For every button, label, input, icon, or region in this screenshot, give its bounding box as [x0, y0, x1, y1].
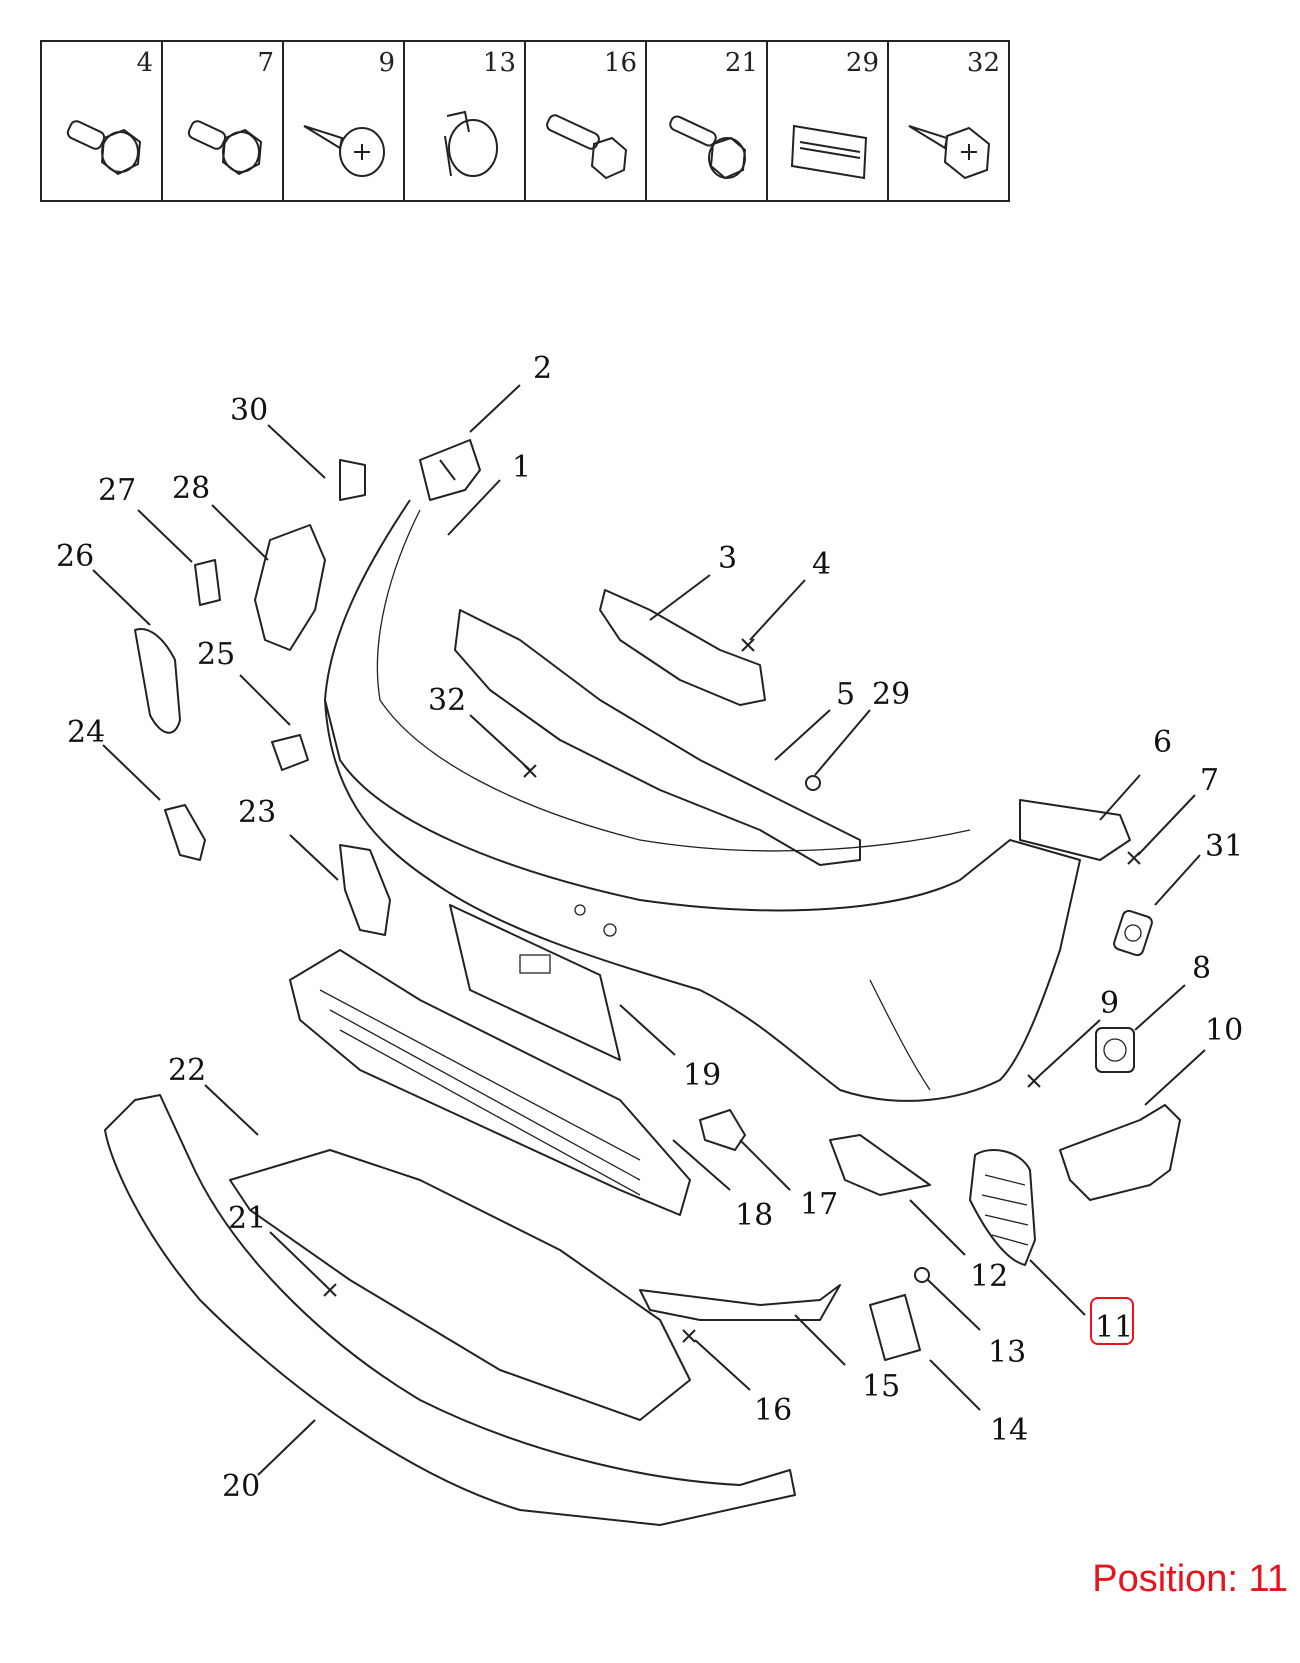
- fastener-cell-29[interactable]: 29: [768, 42, 889, 200]
- callout-5: 5: [836, 677, 855, 712]
- part-27-clip[interactable]: [194, 559, 221, 606]
- part-2-bracket[interactable]: [419, 439, 481, 501]
- callout-27: 27: [98, 473, 136, 508]
- fastener-number: 9: [378, 48, 395, 78]
- part-8-sensor-bezel[interactable]: [1095, 1027, 1135, 1073]
- callout-15: 15: [862, 1369, 900, 1404]
- fastener-markers: [323, 638, 1141, 1343]
- fastener-cell-13[interactable]: 13: [405, 42, 526, 200]
- callout-13: 13: [988, 1335, 1026, 1370]
- callout-14: 14: [990, 1413, 1028, 1448]
- part-10-side-bracket[interactable]: [1059, 1104, 1181, 1201]
- callout-9: 9: [1100, 986, 1119, 1021]
- callout-21: 21: [228, 1201, 266, 1236]
- part-25-bracket[interactable]: [271, 734, 309, 771]
- part-30-clip[interactable]: [339, 459, 366, 501]
- callout-4: 4: [812, 547, 831, 582]
- callout-22: 22: [168, 1053, 206, 1088]
- callout-31: 31: [1205, 829, 1243, 864]
- fastener-number: 13: [482, 48, 516, 78]
- callout-12: 12: [970, 1259, 1008, 1294]
- fastener-number: 4: [136, 48, 153, 78]
- leader-lines: [92, 384, 1206, 1476]
- part-14-tow-cover[interactable]: [869, 1294, 921, 1361]
- part-15-lower-lip[interactable]: [639, 1284, 841, 1321]
- callout-30: 30: [230, 393, 268, 428]
- tapping-screw-icon: [908, 125, 991, 180]
- push-clip-icon: [444, 110, 498, 177]
- position-label: Position: 11: [1092, 1558, 1288, 1600]
- fastener-cell-7[interactable]: 7: [163, 42, 284, 200]
- callout-highlight-box: [1090, 1297, 1134, 1345]
- part-23-cover[interactable]: [339, 844, 391, 936]
- callout-20: 20: [222, 1469, 260, 1504]
- callout-29: 29: [872, 677, 910, 712]
- fastener-table: 4 7 9 13 16 21 29 32: [40, 40, 1010, 202]
- part-26-side-grille[interactable]: [134, 628, 181, 734]
- fastener-cell-32[interactable]: 32: [889, 42, 1008, 200]
- part-5-energy-absorber[interactable]: [454, 609, 861, 866]
- callout-18: 18: [735, 1198, 773, 1233]
- callout-16: 16: [754, 1393, 792, 1428]
- tapping-screw-icon: [303, 125, 385, 177]
- callout-labels: 1 2 3 4 5 6 7 8 9 10 11 12 13 14 15 16 1…: [56, 351, 1243, 1504]
- callout-25: 25: [197, 637, 235, 672]
- callout-19: 19: [683, 1058, 721, 1093]
- callout-3: 3: [718, 541, 737, 576]
- part-13-clip[interactable]: [914, 1267, 930, 1283]
- fastener-number: 29: [845, 48, 879, 78]
- fastener-number: 16: [603, 48, 637, 78]
- part-18-grille[interactable]: [289, 949, 691, 1216]
- callout-26: 26: [56, 539, 94, 574]
- callout-32: 32: [428, 683, 466, 718]
- flange-bolt-icon: [187, 120, 263, 176]
- part-29-marker[interactable]: [805, 775, 821, 791]
- part-1-bumper-cover[interactable]: [324, 499, 1081, 1102]
- part-3-absorber[interactable]: [599, 589, 766, 706]
- part-31-sensor-bezel[interactable]: [1113, 909, 1154, 957]
- callout-24: 24: [67, 715, 105, 750]
- part-11-fog-grille[interactable]: [969, 1149, 1036, 1266]
- fastener-number: 21: [724, 48, 758, 78]
- callout-8: 8: [1192, 951, 1211, 986]
- callout-28: 28: [172, 471, 210, 506]
- callout-23: 23: [238, 795, 276, 830]
- fastener-cell-21[interactable]: 21: [647, 42, 768, 200]
- long-flange-bolt-icon: [546, 114, 628, 180]
- part-12-trim[interactable]: [829, 1134, 931, 1196]
- fastener-number: 32: [966, 48, 1000, 78]
- part-19-plate-holder[interactable]: [449, 904, 621, 1061]
- fastener-cell-4[interactable]: 4: [42, 42, 163, 200]
- callout-10: 10: [1205, 1013, 1243, 1048]
- part-20-skid-plate[interactable]: [104, 1094, 796, 1526]
- callout-2: 2: [533, 351, 552, 386]
- part-6-bracket[interactable]: [1019, 799, 1131, 861]
- adhesive-pad-icon: [790, 124, 868, 180]
- part-28-bracket[interactable]: [254, 524, 326, 651]
- fastener-cell-9[interactable]: 9: [284, 42, 405, 200]
- part-24-cover[interactable]: [164, 804, 206, 861]
- flange-bolt-icon: [66, 120, 142, 176]
- callout-6: 6: [1153, 725, 1172, 760]
- callout-17: 17: [800, 1187, 838, 1222]
- callout-1: 1: [512, 450, 531, 485]
- fastener-cell-16[interactable]: 16: [526, 42, 647, 200]
- fastener-number: 7: [257, 48, 274, 78]
- shoulder-bolt-icon: [669, 115, 747, 180]
- callout-7: 7: [1200, 763, 1219, 798]
- part-22-under-cover[interactable]: [229, 1149, 691, 1421]
- part-17-bracket[interactable]: [699, 1109, 746, 1151]
